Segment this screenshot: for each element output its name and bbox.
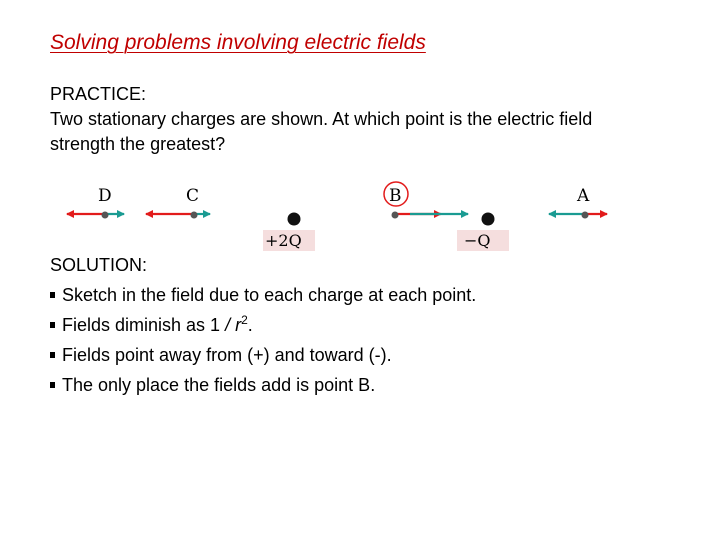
practice-question: Two stationary charges are shown. At whi… [50,109,593,154]
point-label-c: C [186,186,199,206]
practice-heading: PRACTICE: [50,84,147,104]
practice-block: PRACTICE: Two stationary charges are sho… [50,82,650,157]
point-label-d: D [98,186,112,206]
negative-charge-label: −Q [464,231,491,250]
bullet-marker [50,370,62,400]
point-label-a: A [576,186,590,206]
positive-charge-label: +2Q [265,231,302,250]
point-marker-b [391,211,399,219]
negative-charge [481,212,495,226]
point-b-highlight-circle [383,181,409,207]
bullet-marker [50,280,62,310]
solution-bullet-2: Fields diminish as 1 / r2. [50,310,670,340]
solution-bullet-1: Sketch in the field due to each charge a… [50,280,670,310]
solution-bullet-3: Fields point away from (+) and toward (-… [50,340,670,370]
charges-diagram: D C +2Q B −Q A [66,181,608,251]
point-marker-d [101,211,109,219]
negative-charge-label-bg [457,230,509,251]
bullet-marker [50,310,62,340]
bullet-marker [50,340,62,370]
slide-title: Solving problems involving electric fiel… [50,31,426,54]
positive-charge [287,212,301,226]
point-label-b: B [389,186,402,206]
solution-heading: SOLUTION: [50,255,148,275]
solution-bullet-4: The only place the fields add is point B… [50,370,670,400]
point-marker-c [190,211,198,219]
point-marker-a [581,211,589,219]
positive-charge-label-bg [263,230,315,251]
solution-block: SOLUTION: Sketch in the field due to eac… [50,250,670,400]
